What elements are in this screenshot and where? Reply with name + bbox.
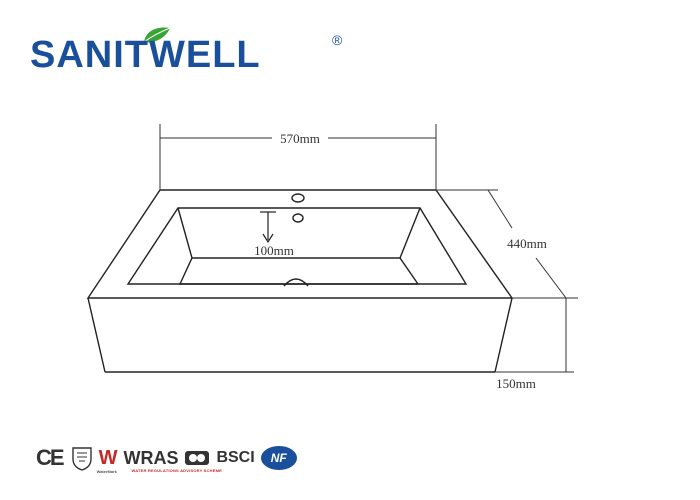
depth-dimension <box>436 189 578 299</box>
faucet-hole <box>291 193 305 203</box>
certification-logos: CE W WaterMark WRAS WATER REGULATIONS AD… <box>36 442 297 474</box>
registered-mark: ® <box>332 32 343 48</box>
wras-text: WRAS <box>123 447 179 468</box>
height-dimension <box>495 298 574 373</box>
bsci-emblem-icon <box>185 451 210 465</box>
wras-subtitle: WATER REGULATIONS ADVISORY SCHEME <box>131 467 222 473</box>
drain <box>283 278 309 287</box>
watermark-sub: WaterMark <box>96 468 117 474</box>
brand-logo: SANITWELL ® <box>30 24 360 84</box>
width-dimension <box>159 124 437 190</box>
nf-badge: NF <box>260 446 297 470</box>
width-label: 570mm <box>280 131 320 146</box>
basin-depth-label: 100mm <box>254 243 294 258</box>
bowl-top <box>126 207 468 285</box>
depth-label: 440mm <box>507 236 547 251</box>
basin-depth-arrow <box>260 211 276 244</box>
brand-name: SANITWELL <box>30 34 261 76</box>
basin-rim <box>86 189 514 299</box>
ce-mark: CE <box>36 445 65 470</box>
watermark-logo: W WaterMark <box>97 446 118 474</box>
watermark-w: W <box>98 446 118 469</box>
leaf-icon <box>143 27 171 43</box>
wras-logo: WRAS WATER REGULATIONS ADVISORY SCHEME <box>123 447 221 473</box>
cupc-shield-icon <box>71 447 92 471</box>
bowl-floor <box>178 257 420 285</box>
height-label: 150mm <box>496 376 536 391</box>
bsci-logo: BSCI <box>216 449 255 466</box>
overflow-hole <box>292 213 304 223</box>
nf-text: NF <box>270 451 287 465</box>
basin-outline <box>86 189 514 373</box>
